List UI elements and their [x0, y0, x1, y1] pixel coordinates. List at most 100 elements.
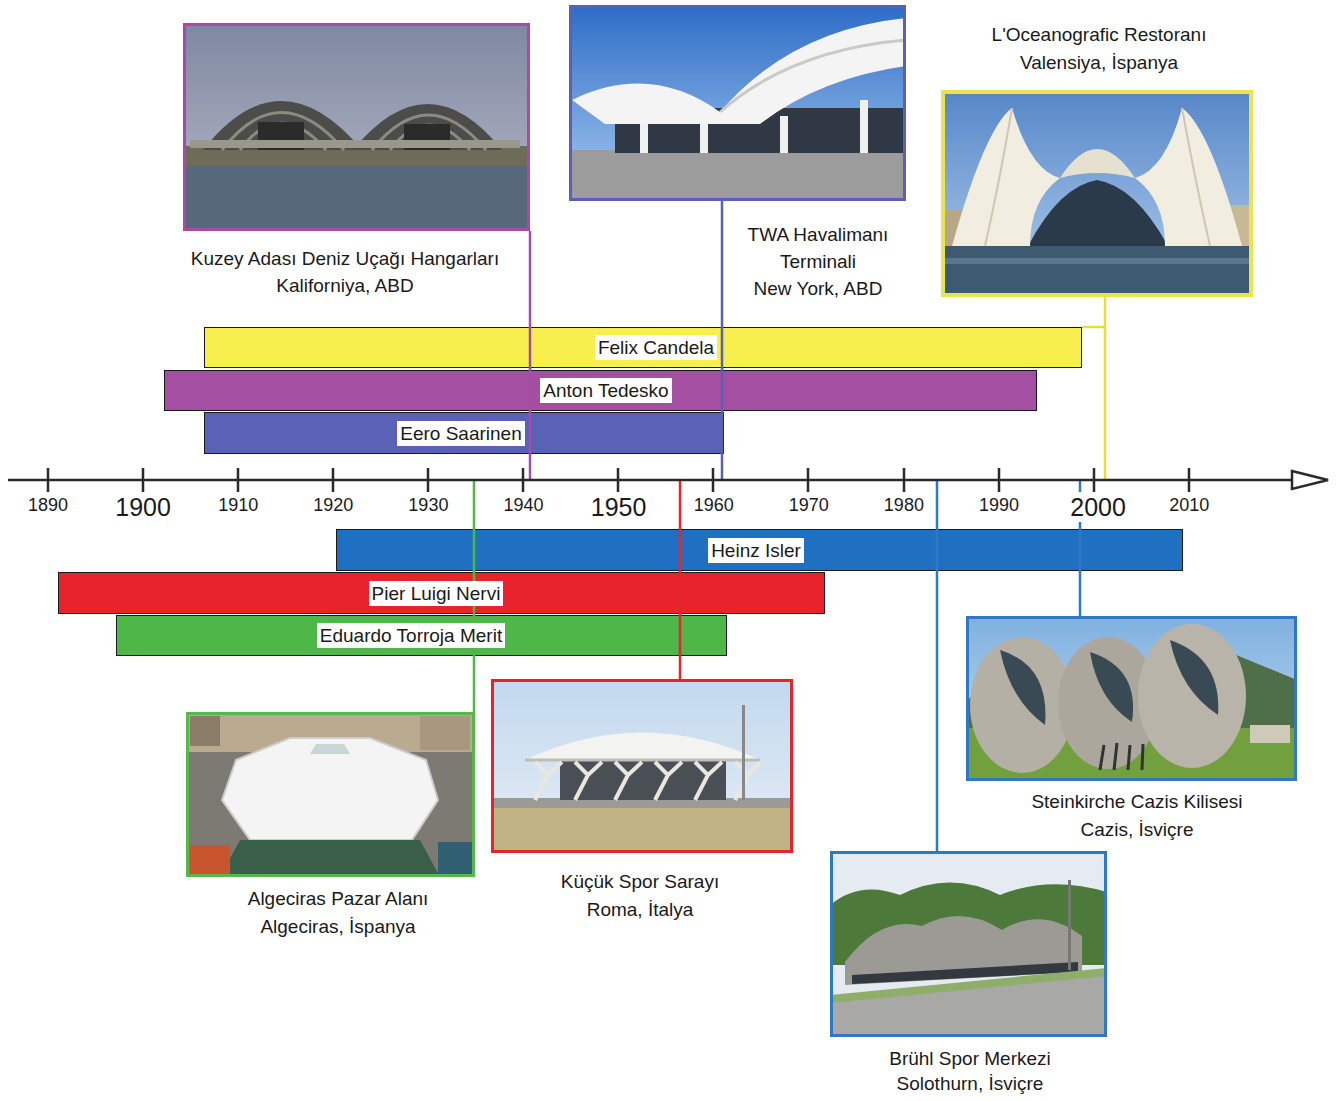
caption-block: TWA Havalimanı TerminaliNew York, ABD — [728, 221, 908, 302]
building-location: New York, ABD — [728, 275, 908, 302]
caption-block: L'Oceanografic RestoranıValensiya, İspan… — [939, 21, 1259, 77]
illustration-rect — [569, 5, 906, 201]
year-slot: 2010 — [1144, 494, 1234, 516]
caption-block: Algeciras Pazar AlanıAlgeciras, İspanya — [188, 885, 488, 941]
photo-frame: Kuzey Adası Deniz Uçağı HangarlarıKalifo… — [183, 23, 530, 231]
illustration-path — [952, 108, 1060, 246]
timeline-bar: Pier Luigi Nervi — [58, 572, 825, 614]
illustration-path — [535, 762, 760, 800]
timeline-bar: Felix Candela — [204, 327, 1082, 368]
photo-frame: TWA Havalimanı TerminaliNew York, ABD — [569, 5, 906, 201]
illustration-rect — [941, 258, 1253, 264]
year-label: 1970 — [788, 494, 830, 516]
year-label: 1930 — [407, 494, 449, 516]
year-slot: 1920 — [288, 494, 378, 516]
year-label: 1920 — [312, 494, 354, 516]
year-slot: 2000 — [1053, 492, 1143, 522]
leader-line — [721, 201, 724, 480]
illustration-rect — [966, 616, 1297, 781]
time-axis — [8, 468, 1328, 492]
year-label: 1950 — [590, 492, 648, 522]
illustration-g — [491, 679, 793, 853]
illustration-polygon — [830, 968, 1107, 1003]
architect-name: Felix Candela — [595, 335, 717, 360]
leader-line — [473, 480, 476, 712]
illustration-polygon — [310, 744, 350, 754]
year-label: 1890 — [27, 494, 69, 516]
year-label: 2000 — [1069, 492, 1127, 522]
photo-frame: Brühl Spor MerkeziSolothurn, İsviçre — [830, 851, 1107, 1037]
year-label: 1940 — [502, 494, 544, 516]
illustration-rect — [190, 845, 230, 875]
timeline-bar: Anton Tedesko — [164, 370, 1037, 411]
building-name: Algeciras Pazar Alanı — [188, 885, 488, 913]
year-slot: 1980 — [859, 494, 949, 516]
leader-line — [529, 231, 532, 480]
year-slot: 1940 — [479, 494, 569, 516]
architect-name: Anton Tedesko — [540, 378, 671, 403]
building-location: Roma, İtalya — [490, 896, 790, 924]
illustration-path — [1090, 652, 1133, 722]
year-label: 1910 — [217, 494, 259, 516]
illustration-ellipse — [1138, 624, 1246, 768]
illustration-g — [569, 5, 906, 201]
architect-name: Pier Luigi Nervi — [369, 581, 504, 606]
illustration-rect — [860, 100, 868, 153]
leader-line — [1082, 297, 1105, 480]
illustration-g — [183, 23, 530, 231]
caption-block: Steinkirche Cazis KilisesiCazis, İsviçre — [972, 788, 1302, 844]
building-location: Cazis, İsviçre — [972, 816, 1302, 844]
building-location: Valensiya, İspanya — [939, 49, 1259, 77]
year-slot: 1910 — [193, 494, 283, 516]
year-slot: 1970 — [764, 494, 854, 516]
illustration-rect — [183, 166, 530, 231]
photo-frame: Steinkirche Cazis KilisesiCazis, İsviçre — [966, 616, 1297, 781]
year-slot: 1990 — [954, 494, 1044, 516]
year-slot: 1950 — [574, 492, 664, 522]
illustration-rect — [941, 90, 1253, 297]
building-location: Solothurn, İsviçre — [820, 1071, 1120, 1096]
leader-lines — [474, 201, 1105, 851]
building-name: Küçük Spor Sarayı — [490, 868, 790, 896]
illustration-rect — [183, 23, 530, 231]
illustration-rect — [491, 679, 793, 853]
building-name: TWA Havalimanı Terminali — [728, 221, 908, 275]
illustration-path — [720, 40, 906, 112]
illustration-path — [220, 840, 440, 877]
axis-ticks — [48, 468, 1189, 492]
illustration-polygon — [222, 738, 438, 840]
year-label: 1900 — [114, 492, 172, 522]
illustration-path — [1028, 180, 1168, 246]
illustration-rect — [1068, 880, 1071, 970]
caption-block: Brühl Spor MerkeziSolothurn, İsviçre — [820, 1046, 1120, 1096]
architect-name: Eduardo Torroja Merit — [317, 623, 505, 648]
year-slot: 1960 — [669, 494, 759, 516]
year-label: 1960 — [693, 494, 735, 516]
leader-line — [679, 480, 682, 679]
caption-block: Küçük Spor SarayıRoma, İtalya — [490, 868, 790, 924]
illustration-path — [572, 18, 906, 124]
illustration-rect — [569, 150, 906, 201]
illustration-rect — [700, 124, 708, 153]
illustration-g — [186, 712, 475, 877]
illustration-rect — [640, 124, 648, 153]
timeline-bar: Heinz Isler — [336, 529, 1183, 571]
illustration-rect — [941, 246, 1253, 297]
illustration-rect — [742, 705, 745, 800]
photo-frame: Küçük Spor SarayıRoma, İtalya — [491, 679, 793, 853]
year-slot: 1930 — [383, 494, 473, 516]
illustration-rect — [186, 712, 475, 877]
building-location: Algeciras, İspanya — [188, 913, 488, 941]
illustration-rect — [780, 116, 788, 153]
illustration-path — [1100, 743, 1143, 770]
illustration-g — [830, 851, 1107, 1037]
illustration-rect — [420, 716, 470, 750]
building-name: L'Oceanografic Restoranı — [939, 21, 1259, 49]
illustration-rect — [438, 842, 472, 874]
timeline-bar: Eduardo Torroja Merit — [116, 615, 727, 656]
timeline-bar: Eero Saarinen — [204, 412, 724, 454]
illustration-rect — [830, 851, 1107, 1037]
architect-name: Heinz Isler — [708, 538, 804, 563]
illustration-rect — [1250, 725, 1290, 743]
